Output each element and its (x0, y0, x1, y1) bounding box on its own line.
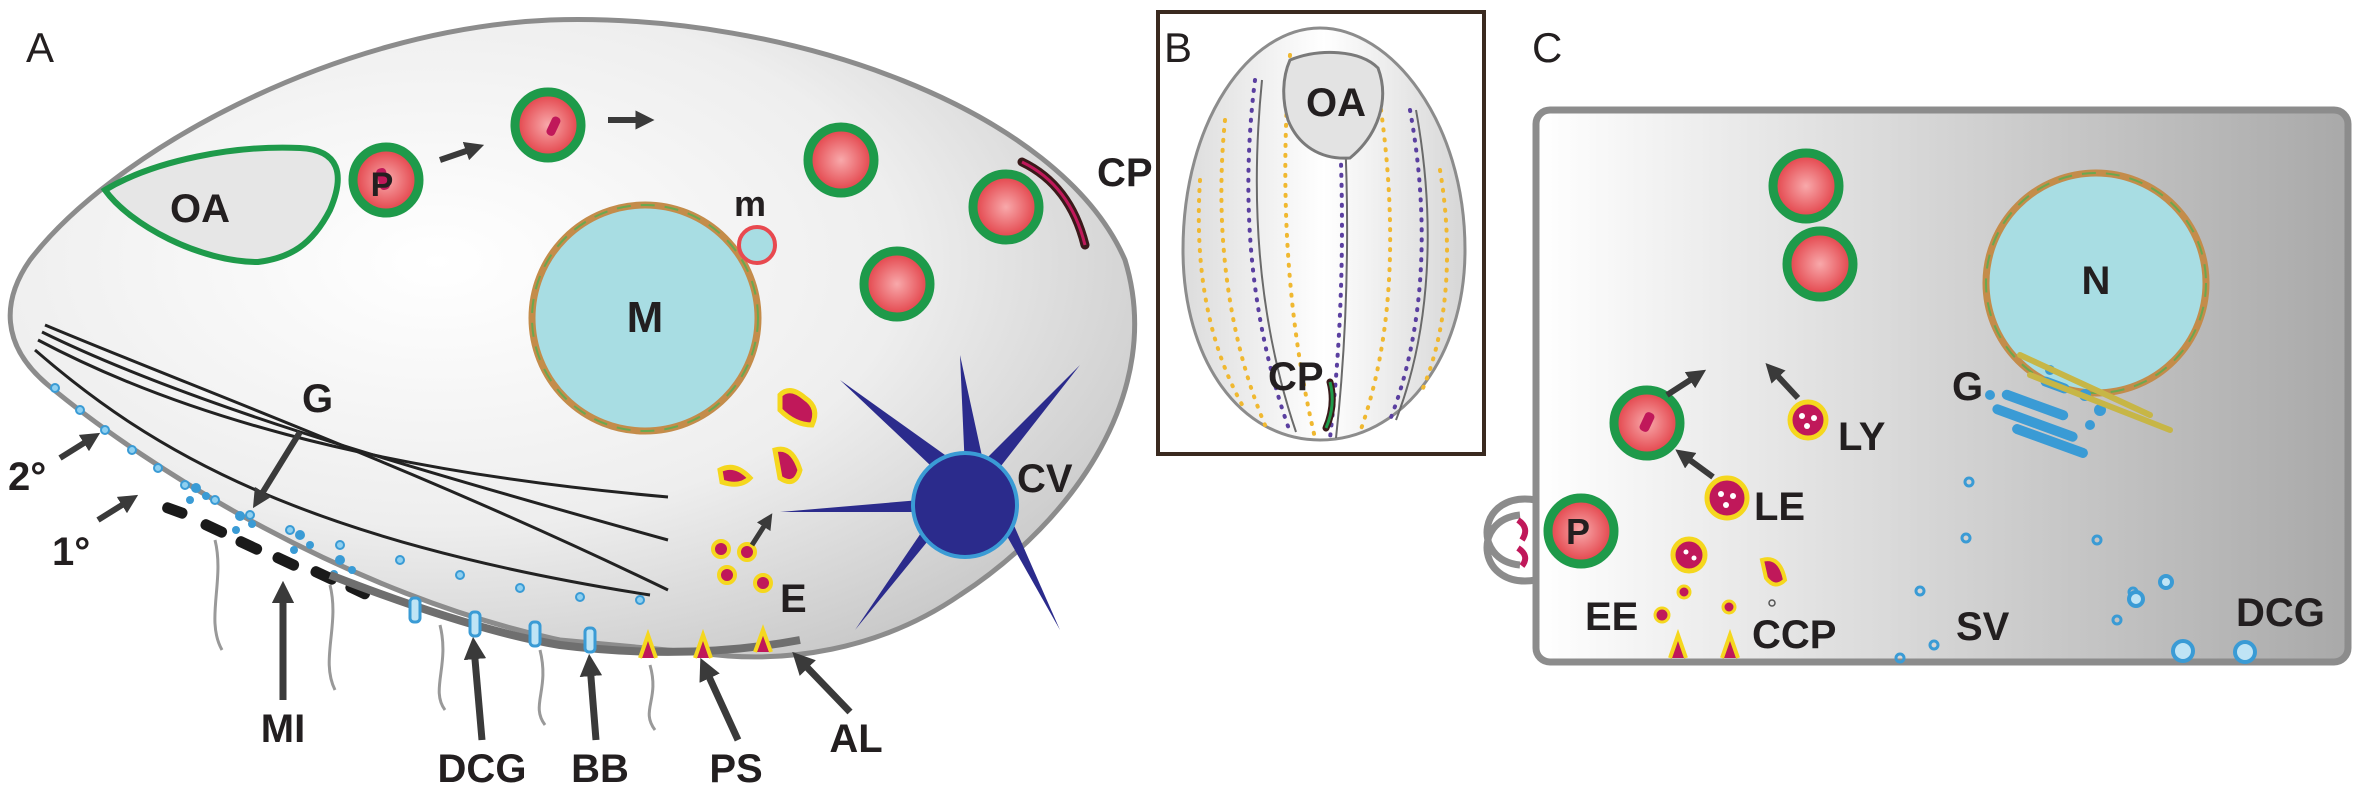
arrow-icon (579, 653, 603, 741)
arrow-icon (1765, 362, 1801, 401)
endosome-label-a: E (780, 577, 807, 621)
arrow-icon (1665, 369, 1707, 398)
phagocytic-cup-c (1483, 495, 1537, 585)
panel-a-letter: A (26, 24, 54, 71)
lysosome-c (1787, 399, 1829, 441)
microtubules-a (34, 323, 669, 597)
clathrin-coated-pits-c (1668, 628, 1740, 659)
phagosome-2-c (1773, 153, 1839, 219)
panel-a: A OA P CP M m (7, 17, 1153, 791)
phagosome-2-a (515, 92, 581, 158)
arrow-icon (1675, 449, 1715, 480)
cell-body-b (1181, 26, 1467, 442)
early-endosome-c (1653, 606, 1671, 624)
golgi-dots-a (186, 483, 356, 578)
oral-apparatus-label-a: OA (170, 187, 230, 231)
phagosome-label-c: P (1566, 511, 1590, 552)
arrow-icon (699, 657, 742, 742)
panel-b-letter: B (1164, 24, 1192, 71)
secondary-meridian-label-a: 2° (8, 455, 46, 499)
parasomal-sacs-label-a: PS (709, 747, 762, 791)
arrow-icon (439, 142, 485, 163)
lysosome-label-c: LY (1838, 415, 1886, 459)
panel-c: C N G P LY (1483, 24, 2352, 666)
arrow-icon (252, 430, 303, 509)
golgi-label-c: G (1952, 365, 1983, 409)
golgi-label-a: G (302, 377, 333, 421)
basal-bodies-a (408, 596, 597, 654)
oral-apparatus-a (100, 144, 341, 266)
panel-b: B OA CP (1156, 10, 1486, 456)
late-endosome-label-c: LE (1754, 485, 1805, 529)
phagosome-5-a (864, 251, 930, 317)
golgi-er-c (2017, 352, 2173, 433)
mitochondria-label-a: MI (261, 707, 305, 751)
secretory-vesicles-label-c: SV (1956, 605, 2010, 649)
oral-apparatus-label-b: OA (1306, 81, 1366, 125)
micronucleus-label-a: m (734, 183, 766, 224)
primary-meridian-label-a: 1° (52, 530, 90, 574)
phagosome-label-a: P (371, 166, 394, 204)
dense-core-granules-c (2127, 574, 2257, 664)
panel-c-letter: C (1532, 24, 1562, 71)
parasomal-sacs-a (638, 624, 773, 659)
cytoproct-label-b: CP (1268, 355, 1324, 399)
phagosome-1-c (1787, 231, 1853, 297)
cilia-a (213, 539, 657, 731)
arrow-icon (749, 513, 773, 547)
phagosome-4-a (973, 174, 1039, 240)
dense-core-granules-label-a: DCG (438, 747, 527, 791)
meridian-dots-a (50, 383, 645, 605)
arrow-icon (792, 651, 853, 715)
oral-apparatus-b (1282, 50, 1385, 160)
late-endosome-c (1704, 475, 1750, 521)
arrow-icon (58, 432, 101, 461)
phagosome-3-a (808, 127, 874, 193)
cytoproct-label-a: CP (1097, 151, 1153, 195)
arrow-icon (96, 494, 139, 523)
early-endosome-label-c: EE (1585, 595, 1638, 639)
endosomes-a (711, 388, 818, 593)
basal-bodies-label-a: BB (571, 747, 629, 791)
alveoli-label-a: AL (829, 717, 882, 761)
cell-body-c (1532, 106, 2352, 666)
clathrin-coated-pits-label-c: CCP (1752, 613, 1836, 657)
nucleus-label-c: N (2082, 259, 2111, 303)
arrow-icon (463, 636, 487, 741)
golgi-c (1985, 365, 2106, 458)
macronucleus-label-a: M (627, 293, 664, 342)
dense-core-granules-label-c: DCG (2236, 591, 2325, 635)
contractile-vacuole-label-a: CV (1017, 457, 1073, 501)
micronucleus-a (737, 225, 777, 265)
